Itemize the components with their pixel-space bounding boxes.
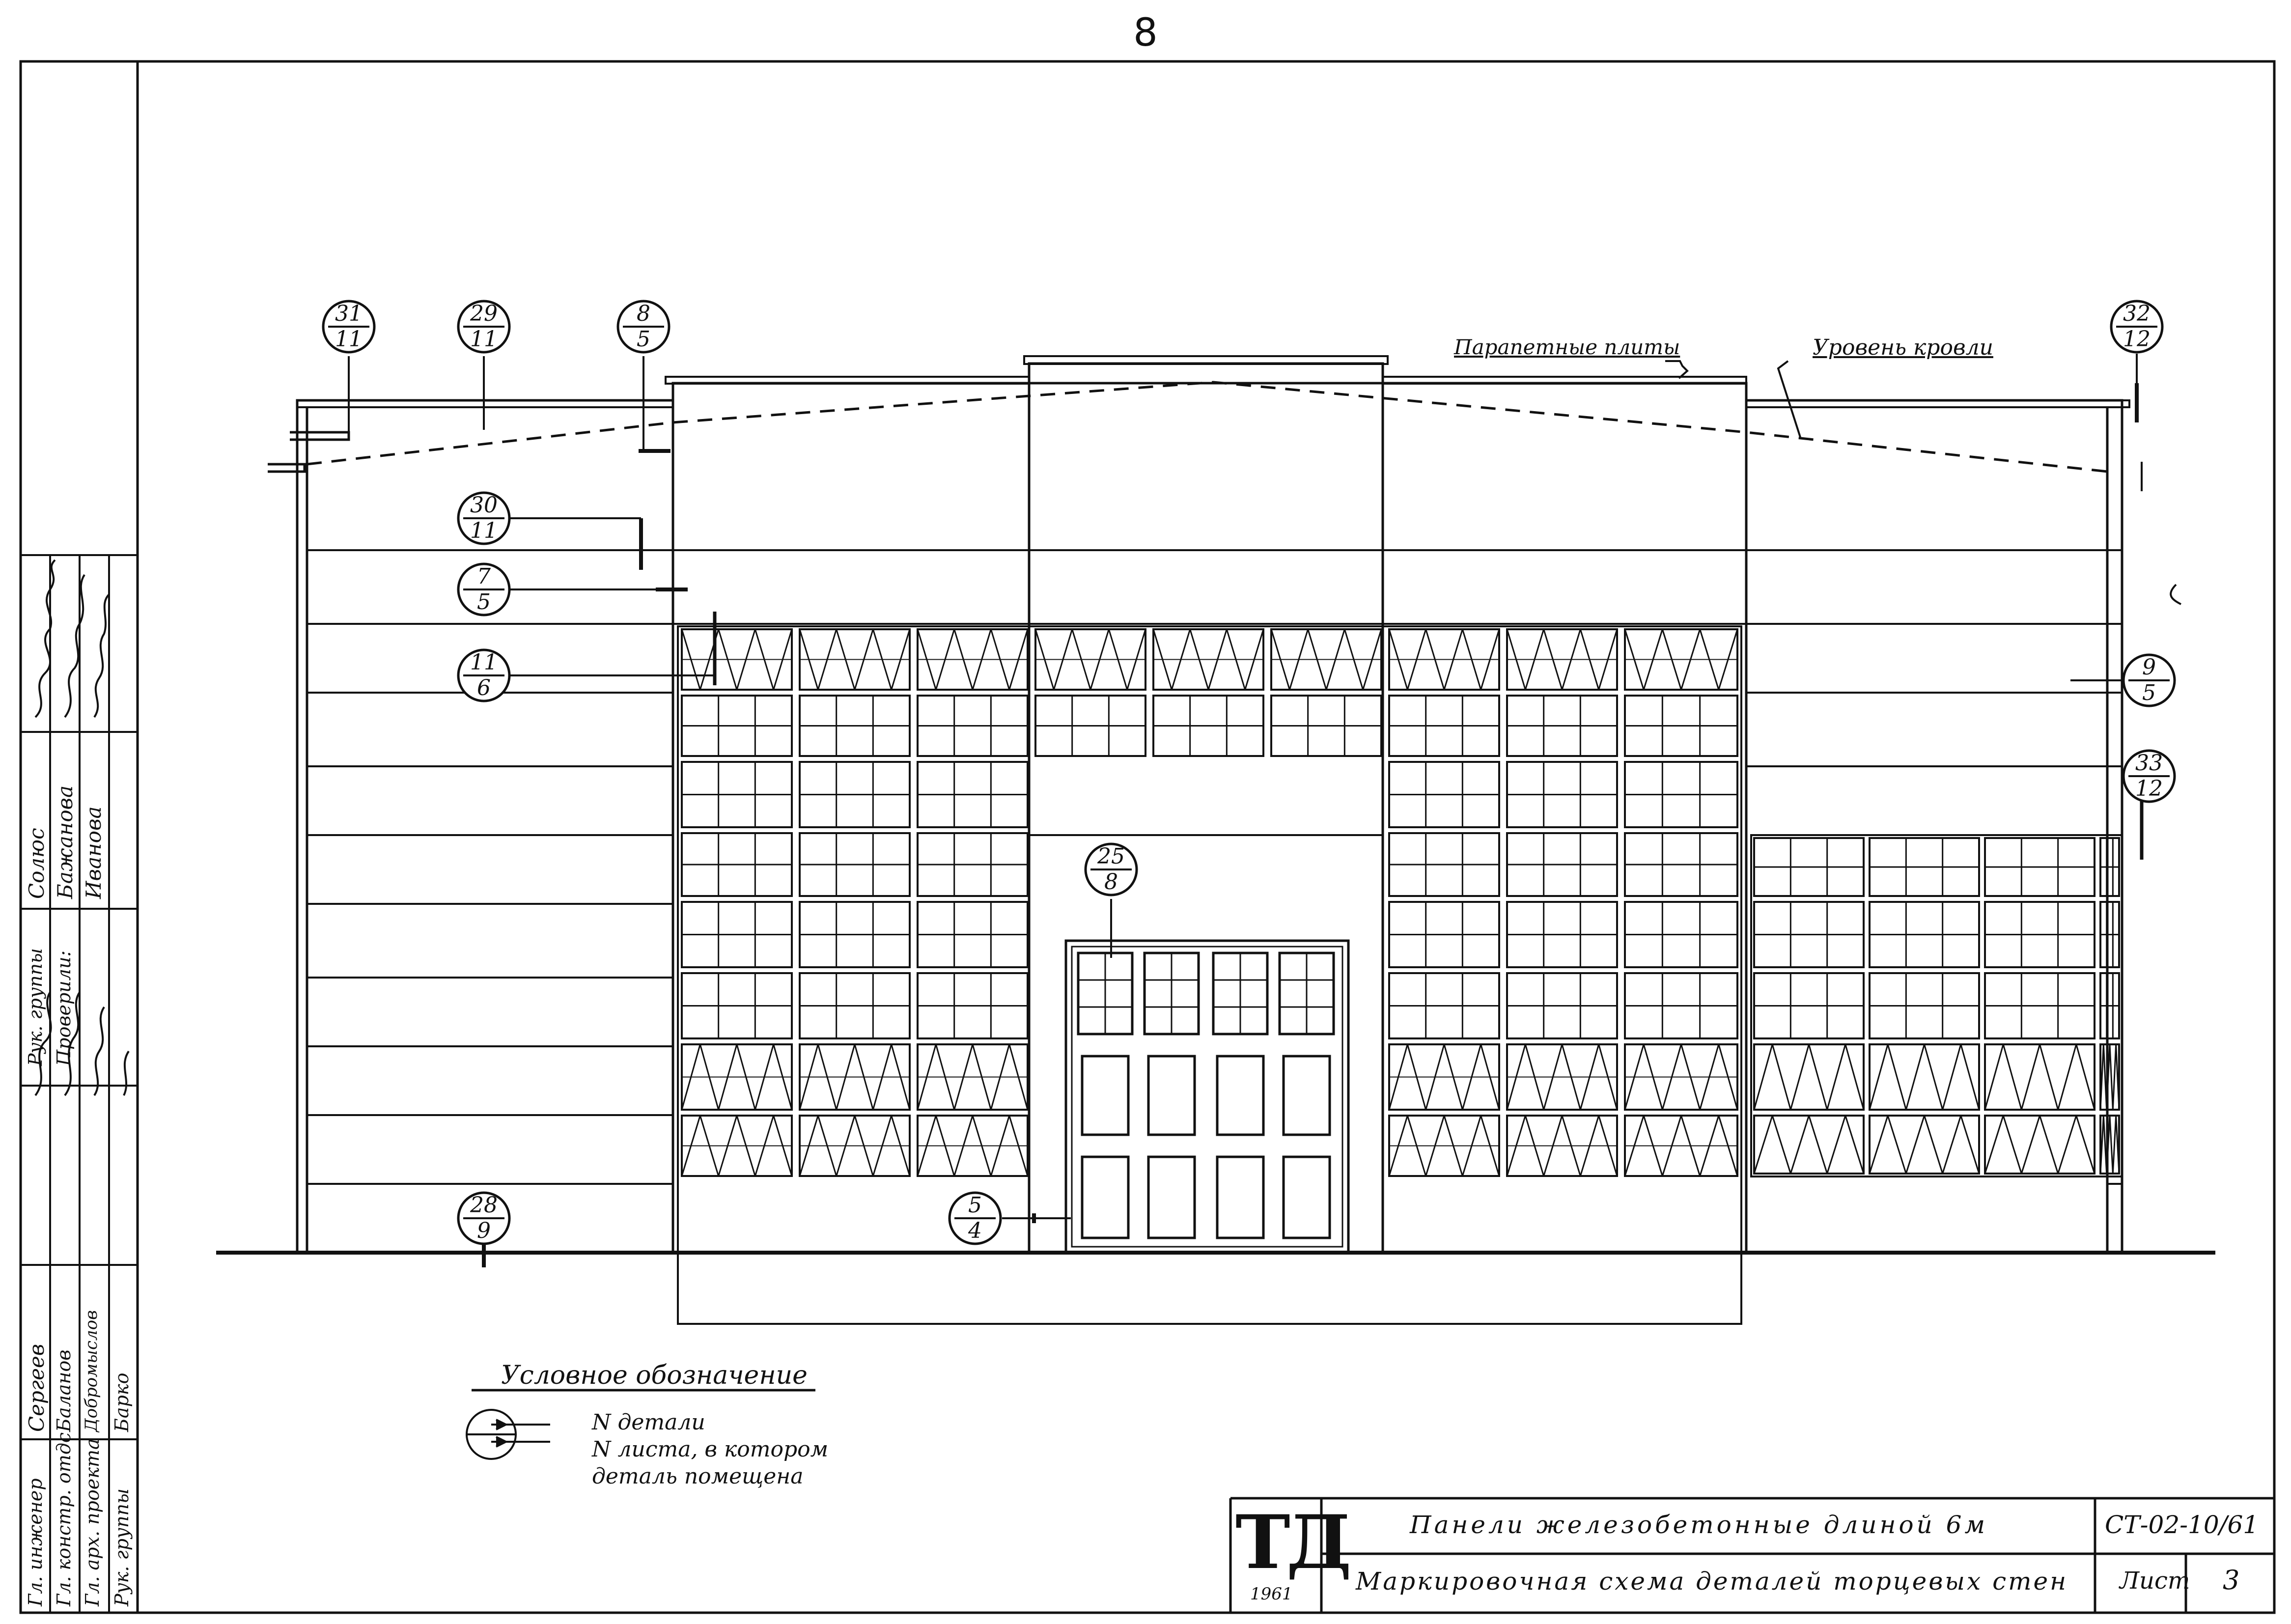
sheet-label: Лист bbox=[2120, 1567, 2190, 1595]
glazing-grid bbox=[681, 628, 2120, 1177]
legend-line-placed: деталь помещена bbox=[592, 1464, 804, 1489]
legend-line-sheet: N листа, в котором bbox=[592, 1437, 829, 1462]
marker-sheet-number: 4 bbox=[968, 1218, 982, 1243]
parapet-label: Парапетные плиты bbox=[1454, 335, 1680, 359]
marker-detail-number: 7 bbox=[477, 564, 491, 589]
stamp-role-chief-architect: Гл. арх. проекта bbox=[82, 1438, 103, 1606]
td-logo: ТД bbox=[1235, 1499, 1352, 1586]
marker-circles bbox=[322, 300, 2176, 1245]
title-block-frame bbox=[1229, 1497, 2274, 1613]
page-number: 8 bbox=[1133, 11, 1158, 55]
marker-detail-number: 25 bbox=[1097, 844, 1125, 869]
marker-sheet-number: 12 bbox=[2123, 327, 2151, 352]
sheet-frame bbox=[19, 60, 2276, 1614]
glazing-upper bbox=[677, 625, 1742, 1325]
marker-sheet-number: 9 bbox=[477, 1218, 491, 1243]
marker-detail-number: 28 bbox=[470, 1193, 498, 1218]
marker-detail-number: 8 bbox=[637, 301, 650, 326]
stamp-role-chief-designer: Гл. констр. отдс bbox=[53, 1432, 75, 1606]
marker-sheet-number: 8 bbox=[1104, 869, 1118, 895]
marker-sheet-number: 5 bbox=[477, 589, 491, 615]
marker-sheet-number: 12 bbox=[2135, 776, 2163, 801]
side-stamp-grid bbox=[21, 554, 138, 1613]
signatures bbox=[34, 559, 130, 1096]
marker-detail-number: 33 bbox=[2135, 751, 2163, 776]
logo-year: 1961 bbox=[1250, 1584, 1293, 1604]
stamp-role-group-head: Рук. группы bbox=[111, 1488, 133, 1606]
marker-detail-number: 30 bbox=[470, 493, 498, 518]
sheet-number: 3 bbox=[2223, 1565, 2240, 1596]
door-panels bbox=[1077, 952, 1335, 1239]
document-code: СТ-02-10/61 bbox=[2105, 1511, 2259, 1539]
marker-detail-number: 31 bbox=[335, 301, 363, 326]
marker-detail-number: 9 bbox=[2142, 655, 2156, 680]
marker-detail-number: 5 bbox=[968, 1193, 982, 1218]
title-line-1: Панели железобетонные длиной 6м bbox=[1410, 1511, 1988, 1539]
marker-sheet-number: 6 bbox=[477, 675, 491, 700]
legend-line-detail: N детали bbox=[592, 1410, 705, 1435]
building-outline bbox=[268, 355, 2130, 1254]
entrance-door bbox=[1064, 939, 1350, 1254]
marker-leaders bbox=[348, 354, 2181, 1267]
marker-detail-number: 29 bbox=[470, 301, 498, 326]
legend-symbol bbox=[466, 1389, 815, 1460]
wall-panel-lines bbox=[307, 549, 2122, 1185]
marker-sheet-number: 5 bbox=[637, 327, 650, 352]
marker-detail-number: 32 bbox=[2123, 301, 2151, 326]
legend-title: Условное обозначение bbox=[501, 1361, 808, 1390]
glazing-right bbox=[1750, 834, 2123, 1177]
marker-sheet-number: 5 bbox=[2142, 680, 2156, 705]
marker-sheet-number: 11 bbox=[335, 327, 363, 352]
marker-sheet-number: 11 bbox=[470, 327, 498, 352]
roof-level-label: Уровень кровли bbox=[1813, 335, 1993, 360]
marker-detail-number: 11 bbox=[470, 650, 498, 675]
stamp-role-chief-engineer: Гл. инженер bbox=[25, 1478, 46, 1606]
marker-sheet-number: 11 bbox=[470, 518, 498, 543]
title-line-2: Маркировочная схема деталей торцевых сте… bbox=[1356, 1567, 2068, 1596]
roof-level-line bbox=[307, 381, 2108, 473]
